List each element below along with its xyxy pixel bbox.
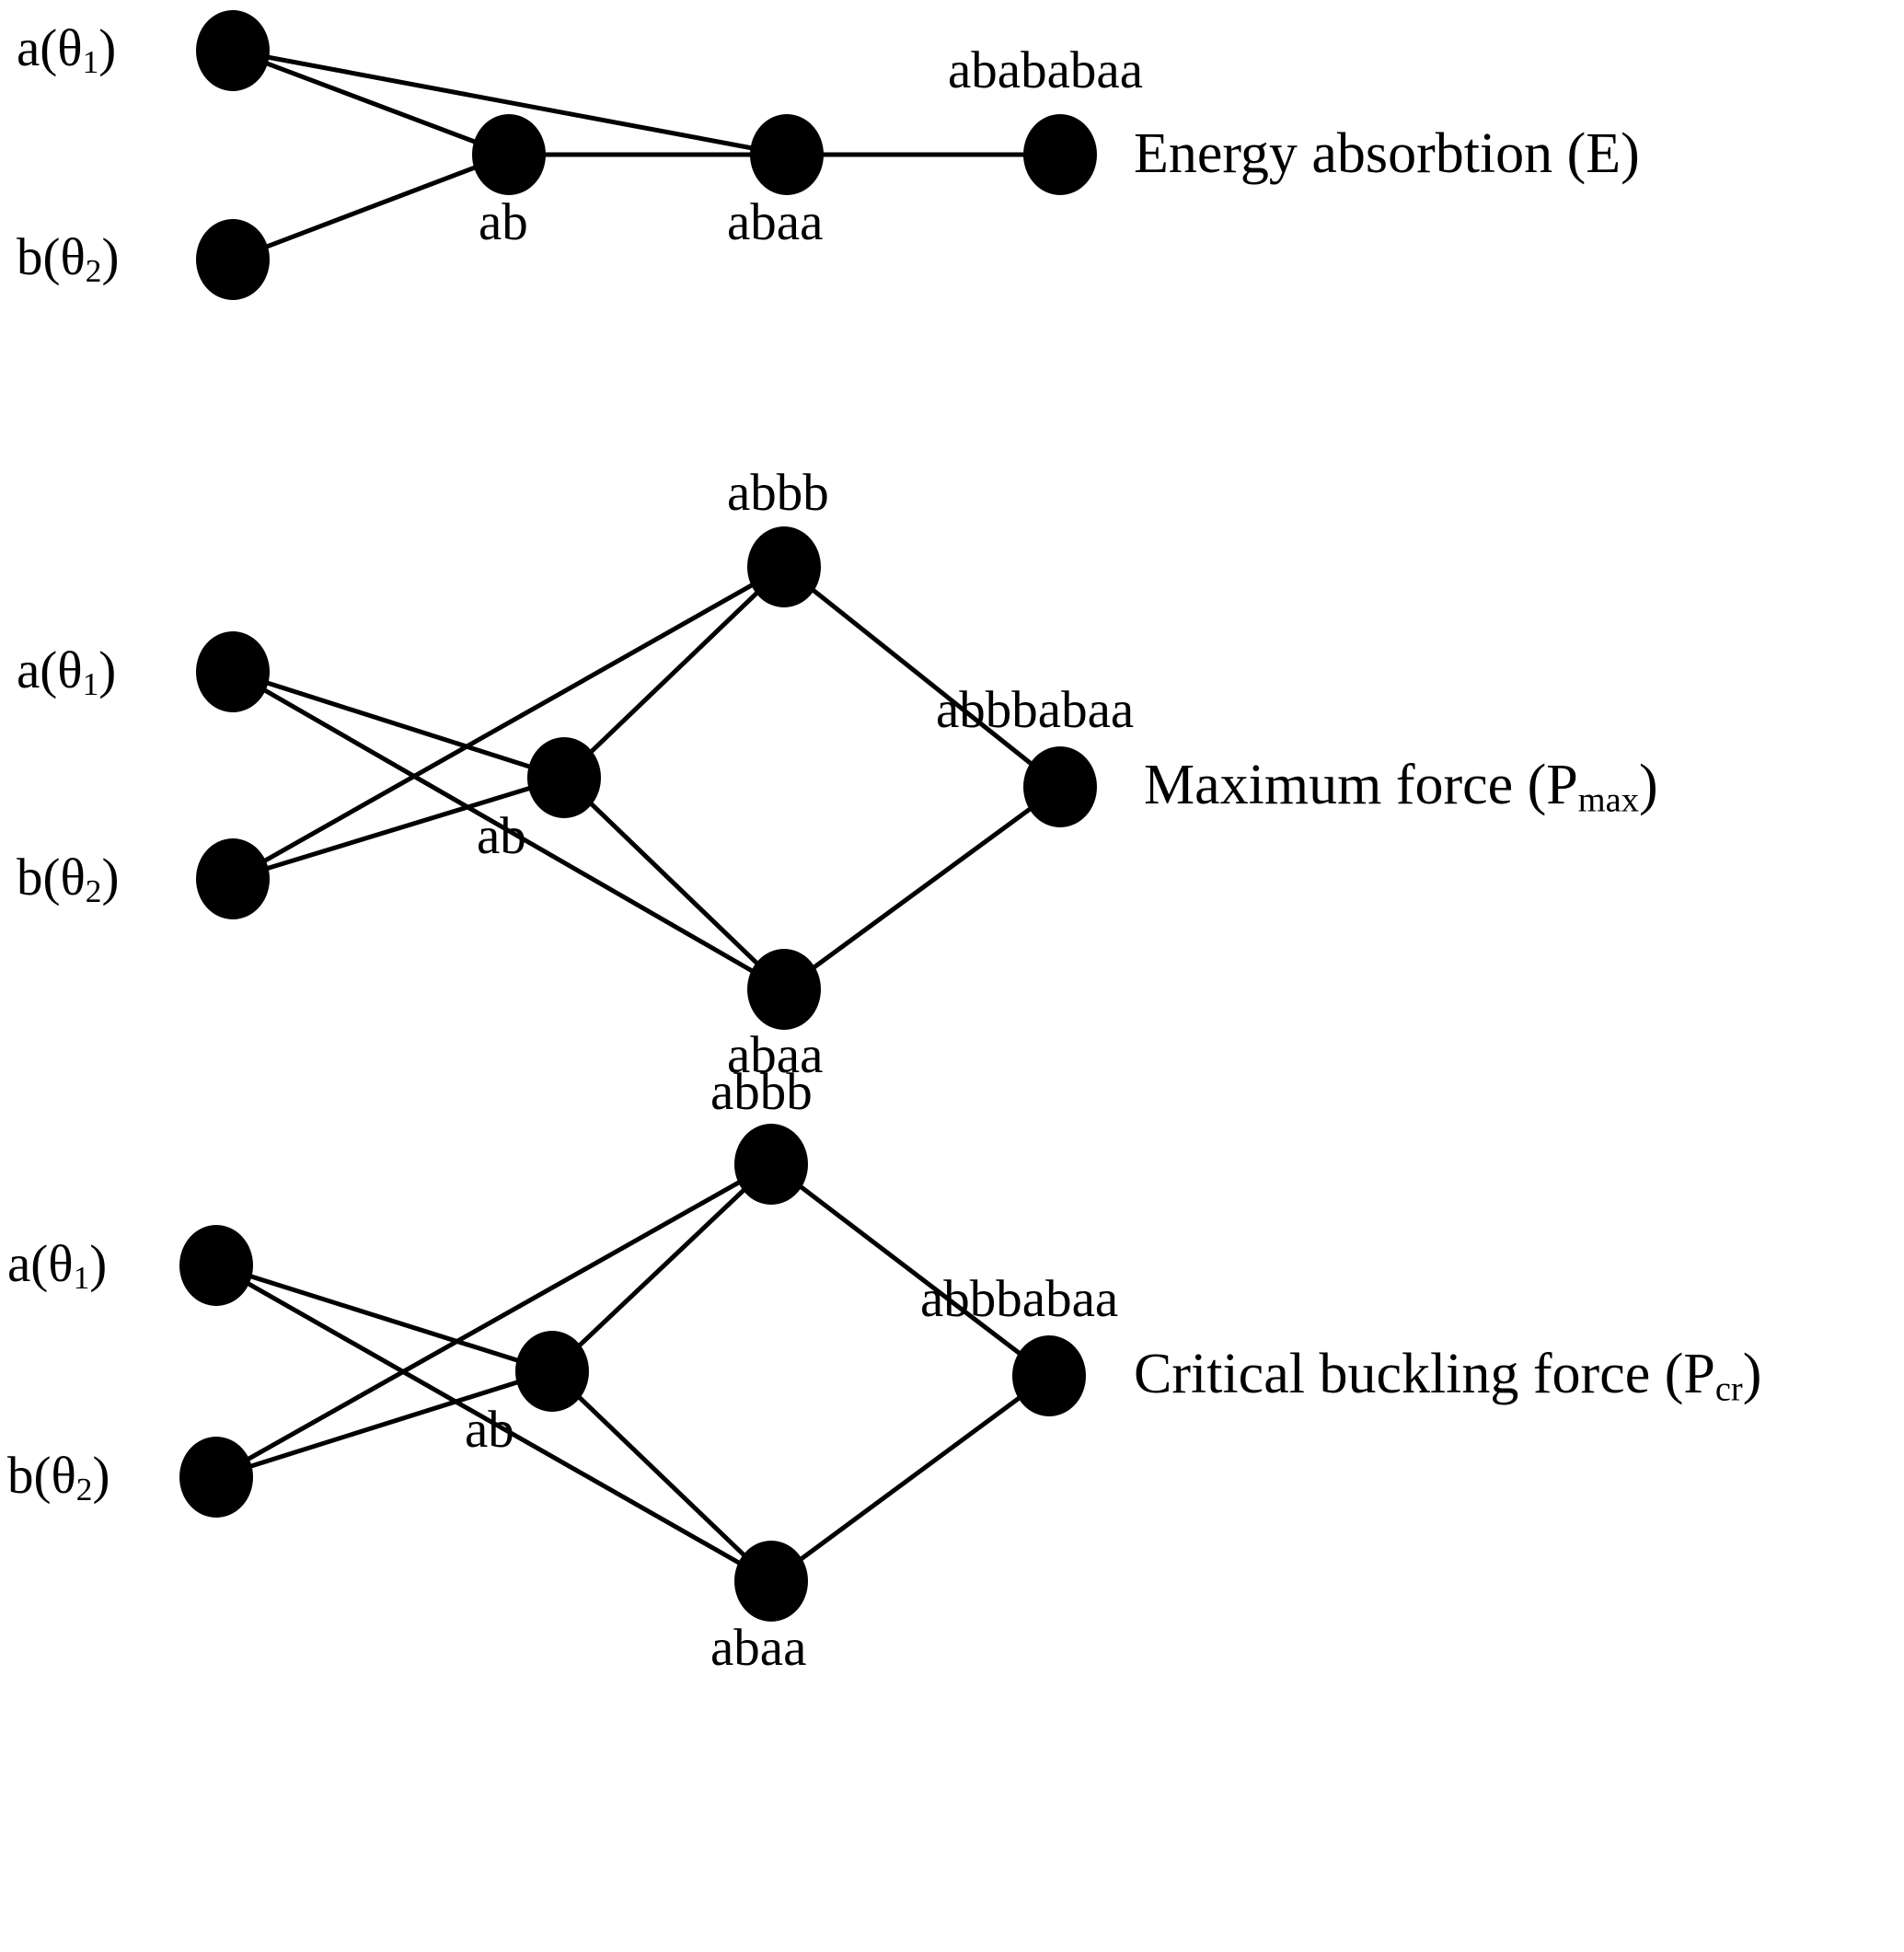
panel3-output-title: Critical buckling force (Pcr) — [1134, 1343, 1762, 1407]
subscript-1: 1 — [82, 43, 99, 80]
panel1-label-abaa: abaa — [727, 193, 824, 251]
panel1-output-title: Energy absorbtion (E) — [1134, 125, 1640, 182]
edge-abaa-to-out — [769, 1373, 1051, 1584]
a-theta1-text: a(θ1) — [17, 641, 117, 702]
graph-node-ab[interactable] — [515, 1331, 589, 1412]
panel1-label-b-theta2: b(θ2) — [17, 228, 120, 289]
panel2-label-a-theta1: a(θ1) — [17, 641, 117, 702]
graph-node-a1[interactable] — [179, 1225, 253, 1306]
graph-node-b2[interactable] — [196, 838, 270, 919]
graph-node-abbb[interactable] — [747, 526, 821, 607]
graph-node-ab[interactable] — [472, 114, 546, 195]
graph-node-b2[interactable] — [196, 219, 270, 300]
edge-a1-to-ab — [232, 48, 510, 157]
panel1-label-output-node: abababaa — [948, 41, 1143, 99]
graph-node-abaa[interactable] — [734, 1541, 808, 1622]
panel2-label-abbb: abbb — [727, 464, 829, 522]
panel3-label-output-node: abbbabaa — [920, 1270, 1119, 1328]
subscript-2: 2 — [75, 1471, 93, 1507]
b-theta2-text: b(θ2) — [17, 849, 120, 909]
subscript-1: 1 — [73, 1259, 90, 1296]
edge-ab-to-abbb — [550, 1162, 773, 1373]
graph-node-out[interactable] — [1023, 746, 1097, 827]
panel3-output-title-sub: cr — [1714, 1369, 1743, 1409]
panel3-label-ab: ab — [465, 1401, 514, 1459]
edge-b2-to-ab — [232, 152, 510, 262]
subscript-2: 2 — [85, 252, 102, 289]
panel1-output-title-text: Energy absorbtion (E) — [1134, 122, 1640, 185]
edge-b2-to-abbb — [231, 564, 786, 882]
subscript-1: 1 — [82, 665, 99, 702]
panel2-output-title-suffix: ) — [1638, 754, 1658, 816]
panel3-output-title-suffix: ) — [1742, 1343, 1762, 1405]
edge-ab-to-abaa — [550, 1369, 773, 1583]
panel-critical-buckling-force-group — [179, 1124, 1086, 1622]
panel-maximum-force-group — [196, 526, 1097, 1030]
panel3-label-abbb: abbb — [710, 1063, 813, 1121]
panel3-output-title-prefix: Critical buckling force (P — [1134, 1343, 1715, 1405]
panel2-label-abaa: abaa — [727, 1026, 824, 1084]
panel2-label-output-node: abbbabaa — [936, 681, 1135, 739]
panel2-output-title-prefix: Maximum force (P — [1144, 754, 1578, 816]
edge-abbb-to-out — [782, 565, 1062, 789]
a-theta1-text: a(θ1) — [7, 1235, 108, 1296]
b-theta2-text: b(θ2) — [7, 1447, 110, 1507]
graph-node-out[interactable] — [1012, 1335, 1086, 1416]
edge-ab-to-abbb — [562, 565, 786, 780]
graph-node-abbb[interactable] — [734, 1124, 808, 1205]
panel3-label-a-theta1: a(θ1) — [7, 1235, 108, 1296]
panel1-label-ab: ab — [479, 193, 528, 251]
graph-node-b2[interactable] — [179, 1437, 253, 1518]
edge-a1-to-abaa — [214, 1263, 773, 1584]
panel1-label-a-theta1: a(θ1) — [17, 19, 117, 80]
panel2-label-ab: ab — [477, 807, 526, 865]
edge-a1-to-abaa — [231, 669, 786, 992]
subscript-2: 2 — [85, 872, 102, 909]
panel-energy-absorption-group — [196, 10, 1097, 300]
graph-node-a1[interactable] — [196, 10, 270, 91]
edge-ab-to-abaa — [562, 776, 786, 991]
edge-abaa-to-out — [782, 784, 1062, 992]
panel2-output-title: Maximum force (Pmax) — [1144, 754, 1658, 818]
a-theta1-text: a(θ1) — [17, 19, 117, 80]
edge-b2-to-ab — [232, 775, 565, 882]
panel2-label-b-theta2: b(θ2) — [17, 849, 120, 909]
graph-node-abaa[interactable] — [750, 114, 824, 195]
graph-node-out[interactable] — [1023, 114, 1097, 195]
edge-a1-to-abaa — [232, 48, 788, 157]
panel3-label-b-theta2: b(θ2) — [7, 1447, 110, 1507]
b-theta2-text: b(θ2) — [17, 228, 120, 289]
edge-abbb-to-out — [769, 1162, 1051, 1378]
graph-node-ab[interactable] — [527, 737, 601, 818]
edge-a1-to-ab — [215, 1263, 553, 1374]
edge-a1-to-ab — [232, 669, 565, 780]
panel2-output-title-sub: max — [1577, 780, 1639, 820]
edge-b2-to-ab — [215, 1369, 553, 1480]
graph-node-abaa[interactable] — [747, 949, 821, 1030]
panel3-label-abaa: abaa — [710, 1619, 807, 1677]
edge-b2-to-abbb — [214, 1161, 773, 1480]
graph-node-a1[interactable] — [196, 631, 270, 712]
